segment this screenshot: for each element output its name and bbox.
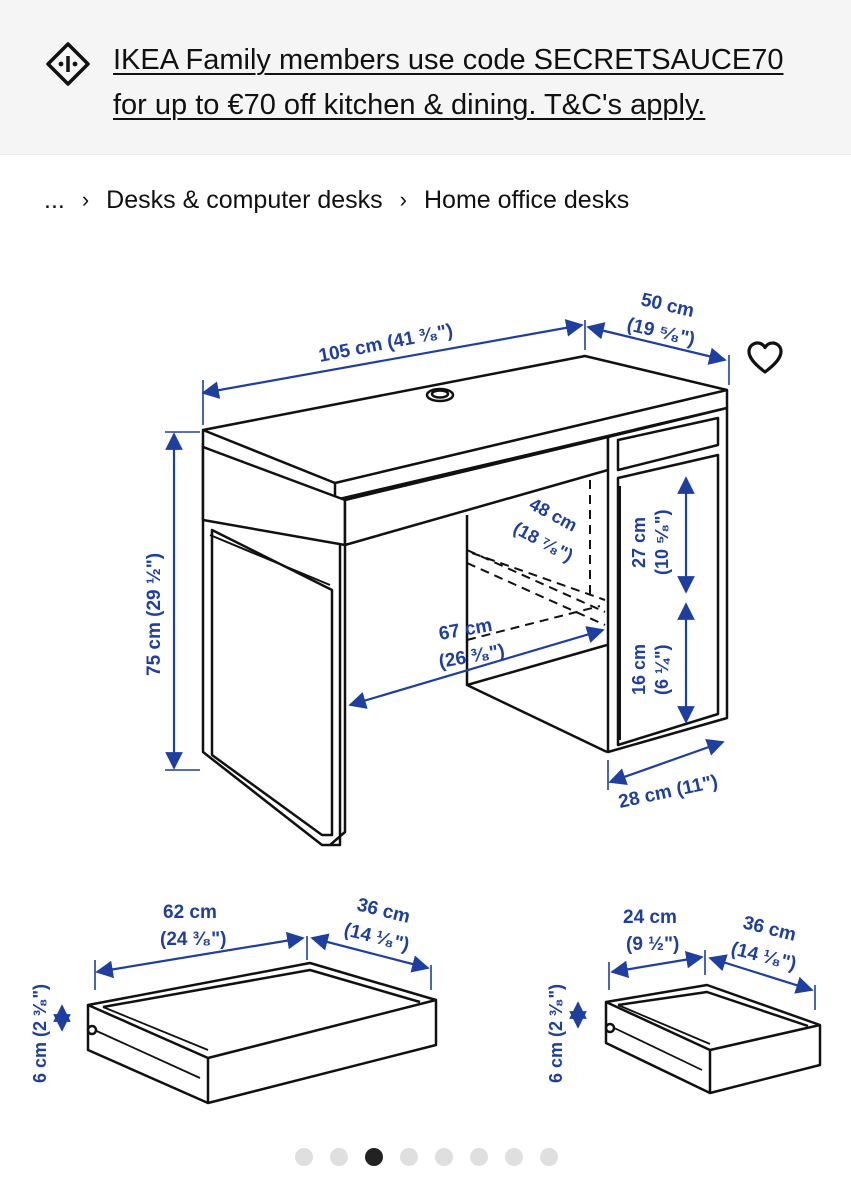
heart-icon[interactable]	[745, 338, 785, 378]
desk-height-label: 75 cm (29 ½")	[144, 553, 165, 676]
small-drawer-depth-cm-label: 36 cm	[741, 912, 798, 945]
carousel-pagination	[295, 1148, 558, 1166]
carousel-dot[interactable]	[505, 1148, 523, 1166]
large-drawer-drawing	[86, 961, 438, 1105]
product-dimension-diagram: 105 cm (41 ³⁄₈") 50 cm (19 ⁵⁄₈") 75 cm (…	[30, 289, 822, 1105]
promo-line-1: IKEA Family members use code SECRETSAUCE…	[113, 44, 784, 76]
breadcrumb-ellipsis[interactable]: ...	[44, 185, 65, 214]
desk-drawing	[201, 354, 729, 847]
large-drawer-width-cm-label: 62 cm	[163, 902, 217, 923]
discount-tag-icon	[46, 42, 90, 86]
carousel-dot[interactable]	[435, 1148, 453, 1166]
carousel-dot[interactable]	[470, 1148, 488, 1166]
desk-depth-cm-label: 50 cm	[639, 289, 696, 322]
large-drawer-height-label: 6 cm (2 ³⁄₈")	[30, 984, 50, 1083]
lower-compartment-in-label: (6 ¼")	[652, 644, 672, 695]
chevron-right-icon: ›	[399, 187, 407, 212]
breadcrumb-home-office-desks[interactable]: Home office desks	[424, 185, 630, 214]
promo-banner[interactable]: IKEA Family members use code SECRETSAUCE…	[0, 0, 851, 155]
upper-compartment-in-label: (10 ⁵⁄₈")	[652, 510, 672, 575]
chevron-right-icon: ›	[81, 187, 90, 212]
small-drawer-drawing	[604, 983, 822, 1095]
carousel-dot[interactable]	[400, 1148, 418, 1166]
carousel-dot[interactable]	[295, 1148, 313, 1166]
promo-line-2: for up to €70 off kitchen & dining. T&C'…	[113, 89, 706, 121]
small-drawer-height-label: 6 cm (2 ³⁄₈")	[546, 984, 566, 1083]
upper-compartment-cm-label: 27 cm	[629, 517, 649, 568]
cabinet-width-label: 28 cm (11")	[617, 771, 720, 813]
small-drawer-width-in-label: (9 ½")	[626, 934, 679, 955]
knee-width-cm-label: 67 cm	[437, 615, 494, 645]
carousel-dot[interactable]	[330, 1148, 348, 1166]
breadcrumb: ... › Desks & computer desks › Home offi…	[44, 182, 629, 218]
carousel-dot[interactable]	[540, 1148, 558, 1166]
promo-link[interactable]: IKEA Family members use code SECRETSAUCE…	[113, 38, 813, 128]
lower-compartment-cm-label: 16 cm	[629, 644, 649, 695]
breadcrumb-desks[interactable]: Desks & computer desks	[106, 185, 383, 214]
small-drawer-width-cm-label: 24 cm	[623, 907, 677, 928]
large-drawer-width-in-label: (24 ³⁄₈")	[160, 929, 226, 950]
carousel-dot[interactable]	[365, 1148, 383, 1166]
